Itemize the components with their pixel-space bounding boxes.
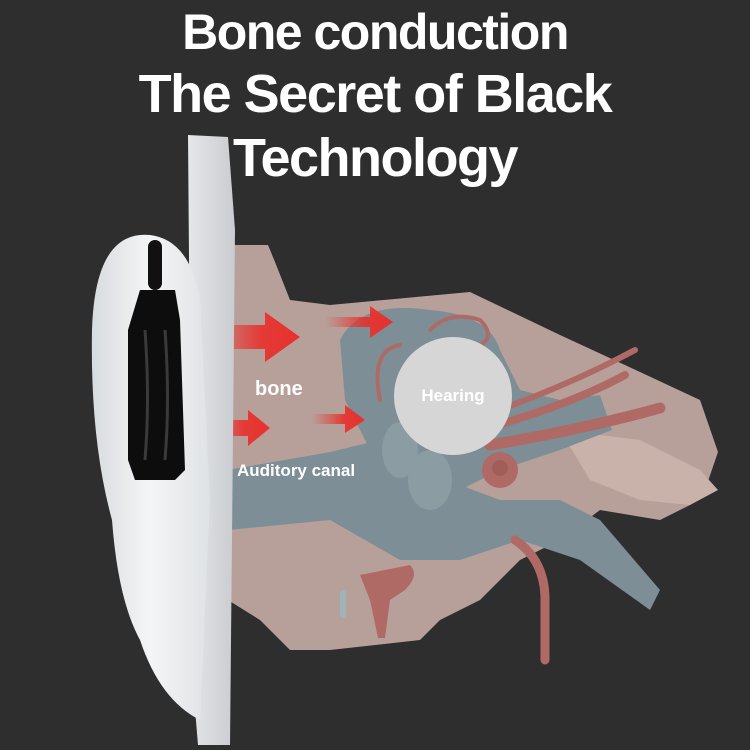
eustachian-tube: [360, 565, 414, 638]
title-line-2: The Secret of Black Technology: [138, 64, 613, 188]
bone-conduction-earpiece: [128, 240, 185, 480]
arrow-icon: [312, 405, 365, 433]
sound-arrows: [200, 306, 393, 446]
arrow-icon: [200, 312, 300, 362]
bone-label: bone: [255, 378, 303, 400]
auditory-canal-label: Auditory canal: [237, 461, 356, 480]
arrow-icon: [203, 410, 270, 446]
arrow-icon: [325, 306, 393, 338]
hearing-label: Hearing: [421, 386, 485, 405]
hearing-circle: Hearing: [394, 337, 512, 455]
title-line-1: Bone conduction: [182, 4, 569, 60]
